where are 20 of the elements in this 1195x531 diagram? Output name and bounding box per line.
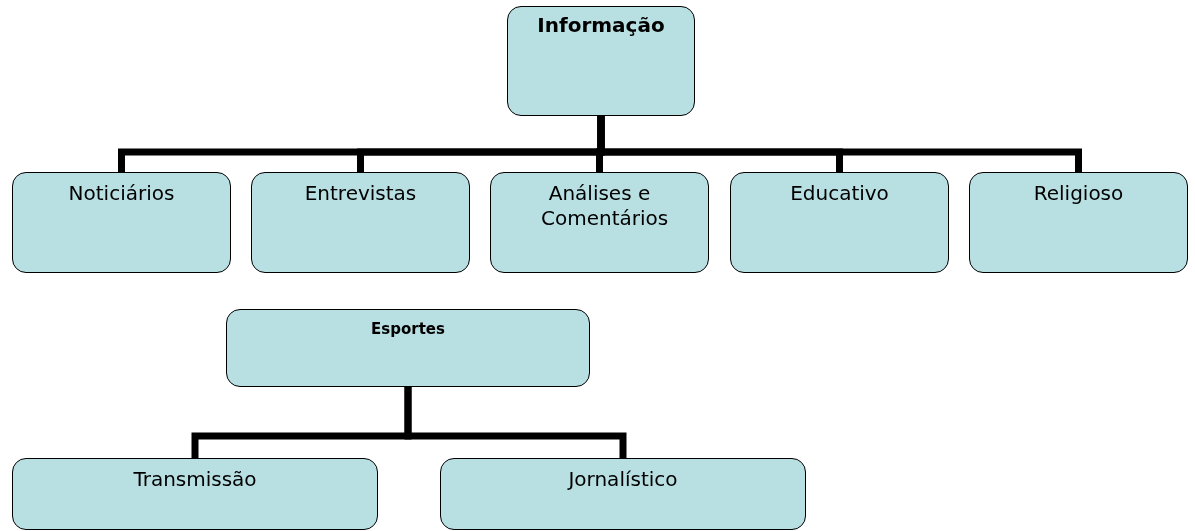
category-box [969, 172, 1188, 273]
box-label: Informação [536, 13, 666, 38]
category-box [490, 172, 709, 273]
connector-line [597, 116, 1082, 172]
category-box [226, 309, 590, 387]
box-label: Transmissão [132, 467, 258, 492]
box-label: Educativo [789, 181, 890, 206]
box-label: Religioso [1032, 181, 1125, 206]
box-label: Análises e Comentários [540, 181, 670, 231]
category-box [507, 6, 695, 116]
category-box [12, 458, 378, 530]
category-box [730, 172, 949, 273]
category-box [440, 458, 806, 530]
box-label: Noticiários [67, 181, 176, 206]
category-box [251, 172, 470, 273]
connector-line [404, 387, 627, 458]
box-label: Entrevistas [303, 181, 418, 206]
category-box [12, 172, 231, 273]
box-label: Jornalístico [566, 467, 679, 492]
box-label: Esportes [370, 320, 446, 339]
